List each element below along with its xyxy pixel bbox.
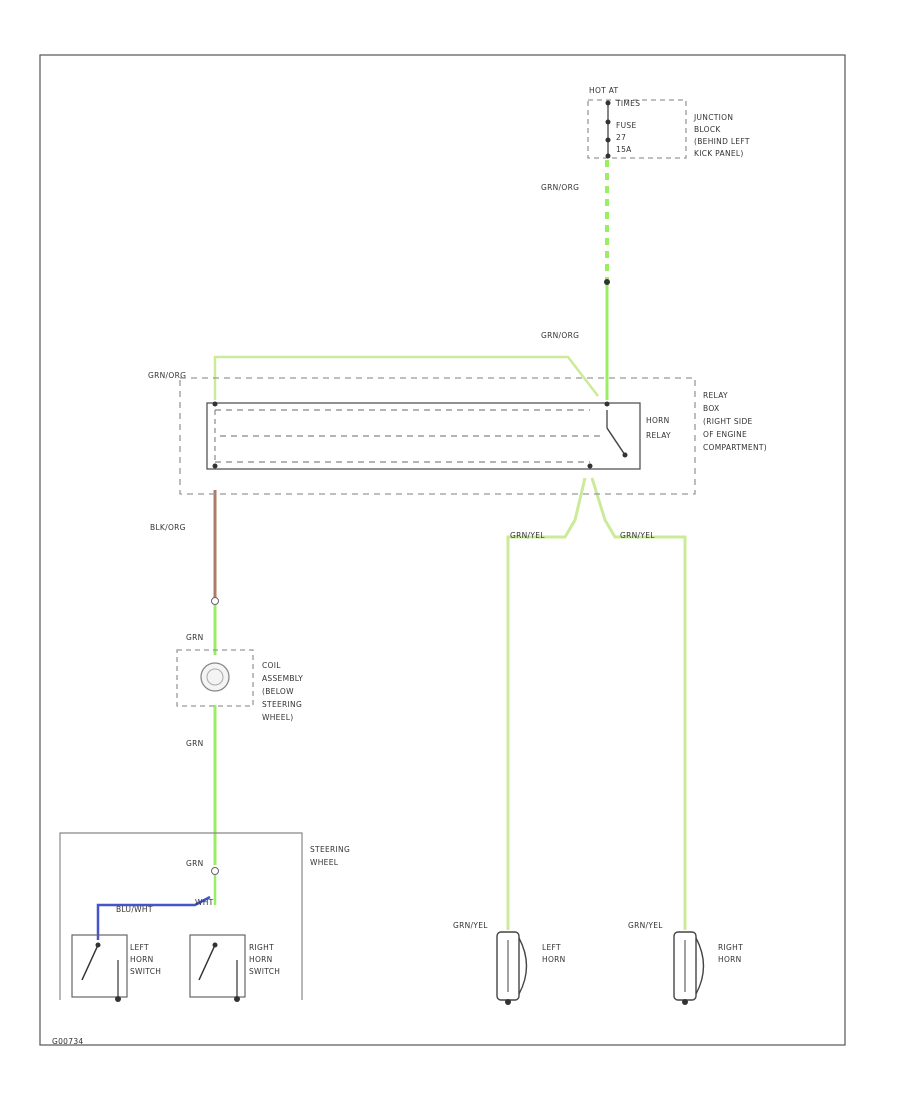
right-horn-label-1: RIGHT	[718, 943, 743, 952]
coil-label-2: ASSEMBLY	[262, 674, 303, 683]
right-switch-pin-top	[212, 942, 218, 948]
left-horn-icon	[496, 931, 528, 1005]
left-horn-switch-label-2: HORN	[130, 955, 154, 964]
coil-label-3: (BELOW	[262, 687, 294, 696]
diagram-id: G00734	[52, 1037, 83, 1046]
relay-pin-3	[604, 401, 610, 407]
fuse-number-label: 27	[616, 133, 626, 142]
relay-box-outline	[179, 377, 696, 495]
left-horn-switch-label-3: SWITCH	[130, 967, 161, 976]
right-switch-ground-icon	[234, 996, 240, 1002]
clockspring-icon	[200, 662, 230, 692]
junction-block-label-2: BLOCK	[694, 125, 721, 134]
right-horn-icon	[673, 931, 705, 1005]
wire-label-grn-org-left: GRN/ORG	[148, 371, 186, 380]
wire-label-grn-yel-left: GRN/YEL	[510, 531, 545, 540]
fuse-terminal-bottom	[605, 153, 611, 159]
steering-wheel-label-2: WHEEL	[310, 858, 339, 867]
horn-relay-outline	[206, 402, 641, 470]
wire-blu-wht	[96, 895, 211, 940]
relay-pin-4	[587, 463, 593, 469]
junction-block-label-3: (BEHIND LEFT	[694, 137, 750, 146]
left-switch-pin-top	[95, 942, 101, 948]
splice-dot	[604, 279, 610, 285]
coil-label-1: COIL	[262, 661, 281, 670]
fuse-amps-label: 15A	[616, 145, 632, 154]
right-horn-label-2: HORN	[718, 955, 742, 964]
steering-wheel-outline	[59, 832, 303, 1000]
horn-relay-label-2: RELAY	[646, 431, 671, 440]
right-horn-switch-box	[189, 934, 246, 998]
coil-label-4: STEERING	[262, 700, 302, 709]
times-label: TIMES	[615, 99, 640, 108]
relay-pin-5	[622, 452, 628, 458]
coil-assembly-outline	[176, 649, 254, 707]
junction-block-outline	[587, 99, 687, 159]
fuse-terminal-top	[605, 100, 611, 106]
relay-pin-2	[212, 463, 218, 469]
left-switch-ground-icon	[115, 996, 121, 1002]
wire-label-grn-yel-right: GRN/YEL	[620, 531, 655, 540]
right-switch-arm	[198, 944, 216, 981]
junction-block-label-1: JUNCTION	[693, 113, 733, 122]
left-horn-label-1: LEFT	[542, 943, 561, 952]
wire-grn-yel-left	[506, 477, 587, 930]
relay-switch-arm	[606, 427, 626, 456]
relay-box-label-5: COMPARTMENT)	[703, 443, 767, 452]
wire-label-grn-2: GRN	[186, 739, 204, 748]
wire-label-grn-yel-lh: GRN/YEL	[453, 921, 488, 930]
right-horn-switch-label-2: HORN	[249, 955, 273, 964]
fuse-label: FUSE	[616, 121, 637, 130]
diagram-frame	[39, 54, 846, 1046]
wire-label-grn-yel-rh: GRN/YEL	[628, 921, 663, 930]
clockspring-inner-icon	[206, 668, 224, 686]
left-horn-switch-box	[71, 934, 128, 998]
left-switch-arm	[81, 944, 99, 981]
left-horn-label-2: HORN	[542, 955, 566, 964]
wire-label-grn-1: GRN	[186, 633, 204, 642]
relay-box-label-3: (RIGHT SIDE	[703, 417, 753, 426]
relay-pin-1	[212, 401, 218, 407]
wire-grn-yel-right	[590, 477, 687, 930]
wire-label-blk-org: BLK/ORG	[150, 523, 186, 532]
fuse-terminal-a	[605, 119, 611, 125]
wire-label-blu-wht: BLU/WHT	[116, 905, 153, 914]
connector-c1	[211, 597, 219, 605]
wire-label-grn-org-mid: GRN/ORG	[541, 331, 579, 340]
fuse-terminal-b	[605, 137, 611, 143]
left-horn-switch-label-1: LEFT	[130, 943, 149, 952]
wire-label-grn-3: GRN	[186, 859, 204, 868]
relay-box-label-1: RELAY	[703, 391, 728, 400]
relay-box-label-2: BOX	[703, 404, 719, 413]
right-horn-switch-label-3: SWITCH	[249, 967, 280, 976]
wire-label-wht: WHT	[195, 898, 214, 907]
junction-block-label-4: KICK PANEL)	[694, 149, 744, 158]
wire-label-grn-org-top: GRN/ORG	[541, 183, 579, 192]
horn-relay-label-1: HORN	[646, 416, 670, 425]
connector-c2	[211, 867, 219, 875]
right-horn-switch-label-1: RIGHT	[249, 943, 274, 952]
relay-box-label-4: OF ENGINE	[703, 430, 747, 439]
coil-label-5: WHEEL)	[262, 713, 293, 722]
steering-wheel-label-1: STEERING	[310, 845, 350, 854]
hot-at-label: HOT AT	[589, 86, 619, 95]
